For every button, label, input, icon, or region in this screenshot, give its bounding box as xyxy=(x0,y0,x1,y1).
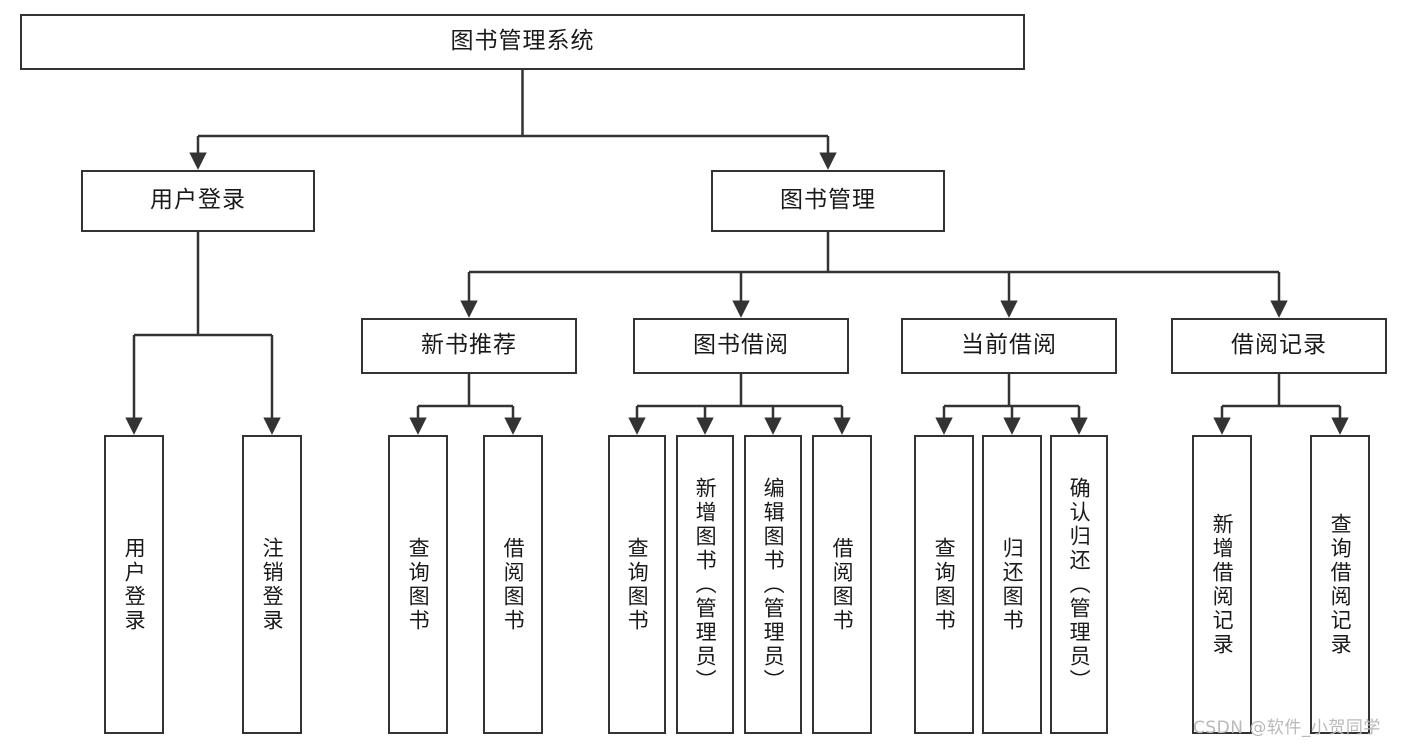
node-cb-return[interactable]: 归还图书 xyxy=(982,435,1042,734)
node-label: 当前借阅 xyxy=(961,332,1057,359)
node-label: 借阅记录 xyxy=(1231,332,1327,359)
watermark-label: CSDN @软件_小贺同学 xyxy=(1193,718,1381,738)
node-label: 查询图书 xyxy=(932,536,957,633)
node-label: 确认归还（管理员） xyxy=(1067,476,1092,693)
node-bookmgmt[interactable]: 图书管理 xyxy=(711,170,945,232)
node-login-in[interactable]: 用户登录 xyxy=(104,435,164,734)
node-label: 新书推荐 xyxy=(421,332,517,359)
node-nb-query[interactable]: 查询图书 xyxy=(388,435,448,734)
node-newbook[interactable]: 新书推荐 xyxy=(361,318,577,374)
node-bw-edit[interactable]: 编辑图书（管理员） xyxy=(744,435,802,734)
node-root[interactable]: 图书管理系统 xyxy=(20,14,1025,70)
node-records[interactable]: 借阅记录 xyxy=(1171,318,1387,374)
node-label: 用户登录 xyxy=(150,187,246,214)
node-label: 查询图书 xyxy=(625,536,650,633)
node-login[interactable]: 用户登录 xyxy=(81,170,315,232)
node-cb-confirm[interactable]: 确认归还（管理员） xyxy=(1050,435,1108,734)
node-current[interactable]: 当前借阅 xyxy=(901,318,1117,374)
node-label: 新增图书（管理员） xyxy=(693,476,718,693)
node-borrow[interactable]: 图书借阅 xyxy=(633,318,849,374)
node-cb-query[interactable]: 查询图书 xyxy=(914,435,974,734)
node-label: 图书管理系统 xyxy=(450,28,595,55)
node-label: 图书借阅 xyxy=(693,332,789,359)
node-label: 归还图书 xyxy=(1000,536,1025,633)
node-label: 借阅图书 xyxy=(501,536,526,633)
node-label: 图书管理 xyxy=(780,187,876,214)
node-label: 编辑图书（管理员） xyxy=(761,476,786,693)
node-bw-borrow[interactable]: 借阅图书 xyxy=(812,435,872,734)
node-label: 新增借阅记录 xyxy=(1210,512,1235,657)
edge-group xyxy=(125,70,1349,435)
node-bw-query[interactable]: 查询图书 xyxy=(608,435,666,734)
node-label: 用户登录 xyxy=(122,536,147,633)
node-nb-borrow[interactable]: 借阅图书 xyxy=(483,435,543,734)
node-label: 注销登录 xyxy=(260,536,285,633)
node-bw-add[interactable]: 新增图书（管理员） xyxy=(676,435,734,734)
node-rc-add[interactable]: 新增借阅记录 xyxy=(1192,435,1252,734)
node-label: 借阅图书 xyxy=(830,536,855,633)
node-label: 查询图书 xyxy=(406,536,431,633)
node-login-out[interactable]: 注销登录 xyxy=(242,435,302,734)
node-rc-query[interactable]: 查询借阅记录 xyxy=(1310,435,1370,734)
node-label: 查询借阅记录 xyxy=(1328,512,1353,657)
